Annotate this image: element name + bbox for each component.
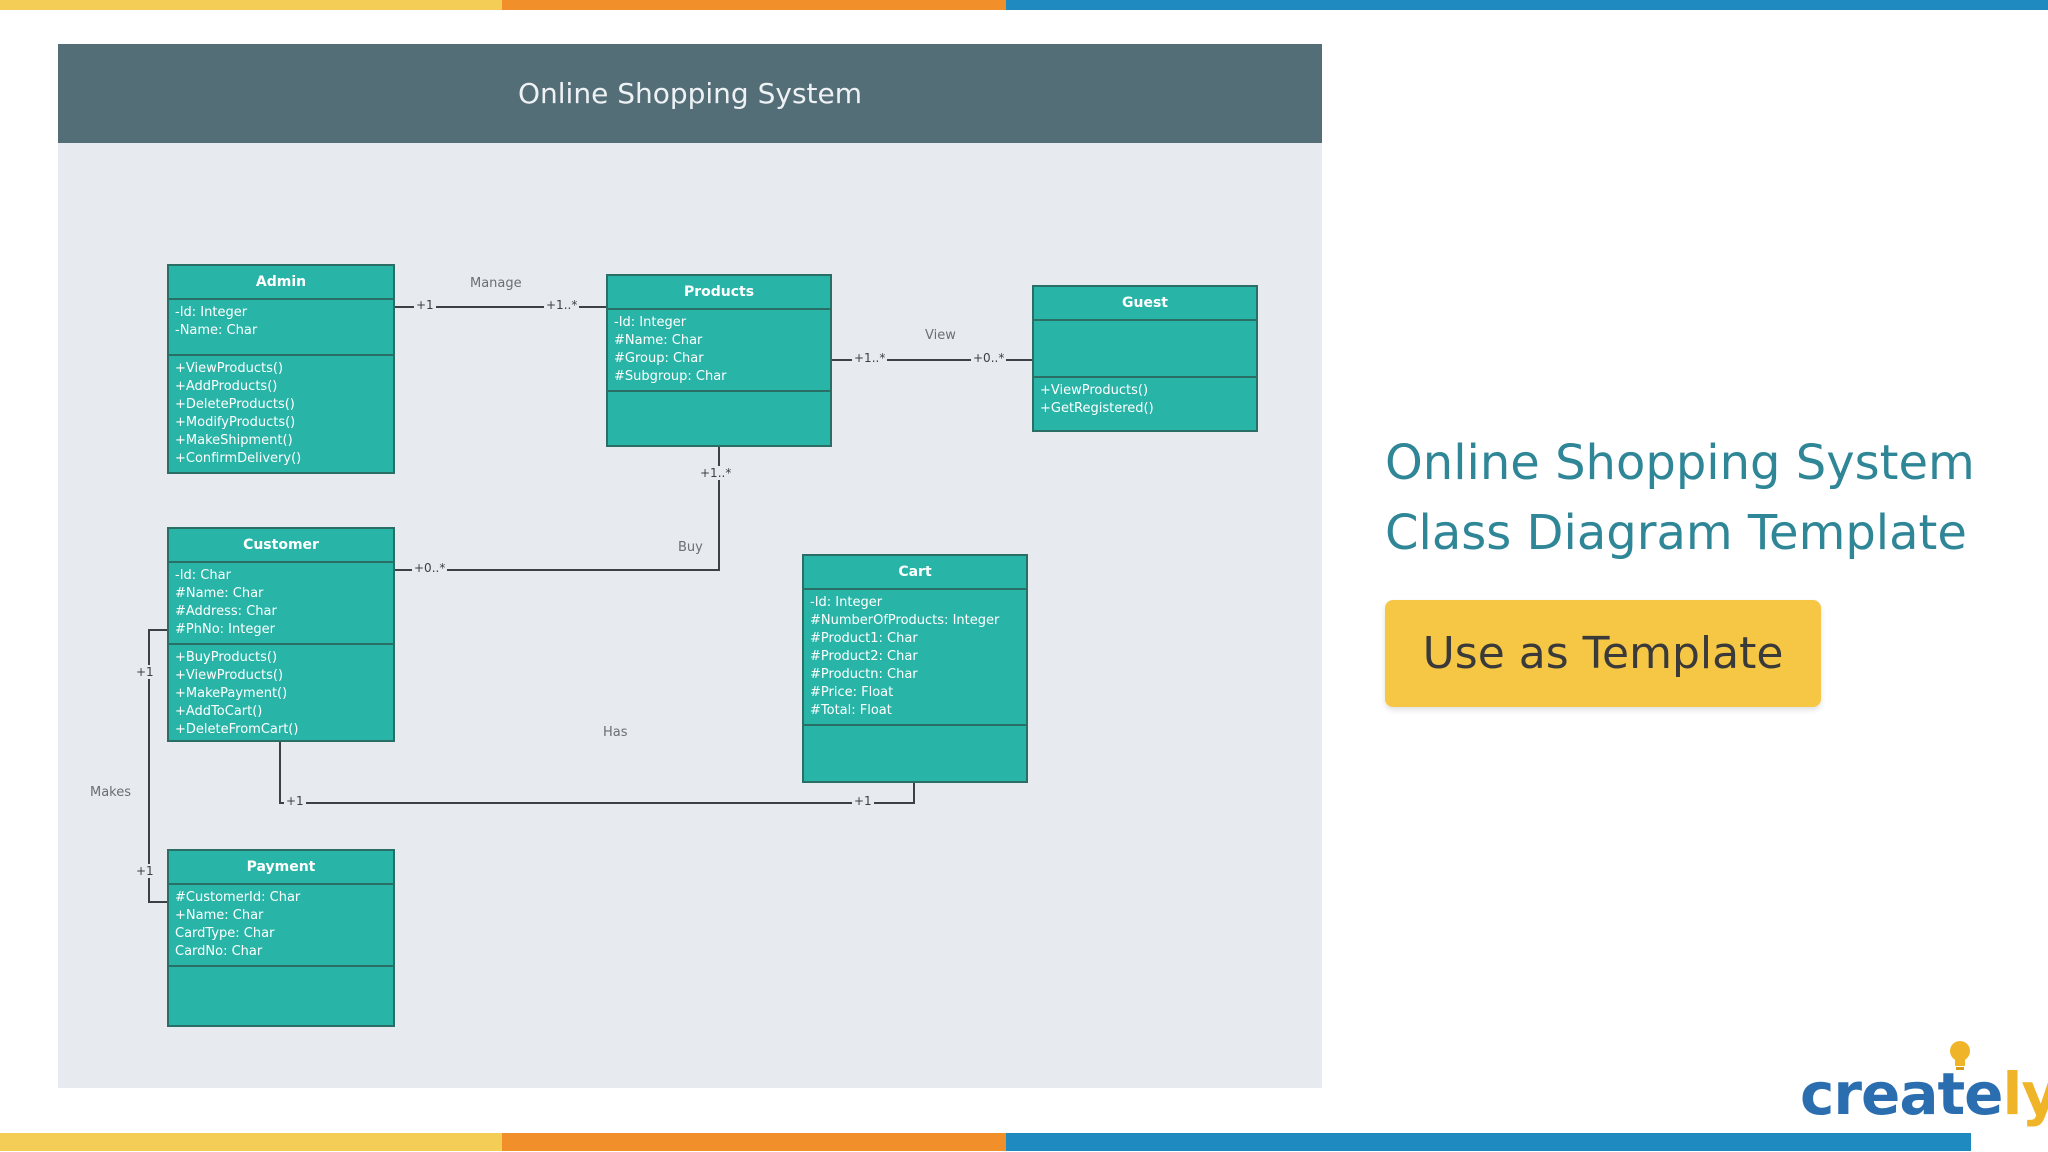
method: +ViewProducts(): [175, 668, 284, 683]
attribute: -Id: Integer: [175, 305, 248, 320]
diagram-preview: Online Shopping System Admin -Id: Intege…: [58, 44, 1322, 1088]
class-name: Admin: [255, 274, 307, 290]
has-label: Has: [603, 725, 628, 740]
method: +ModifyProducts(): [175, 415, 296, 430]
use-as-template-button[interactable]: Use as Template: [1385, 600, 1821, 707]
class-methods: +BuyProducts() +ViewProducts() +MakePaym…: [169, 643, 393, 743]
class-cart: Cart -Id: Integer #NumberOfProducts: Int…: [802, 554, 1028, 783]
creately-logo: creately: [1800, 1040, 2048, 1128]
stripe-orange: [502, 1133, 1006, 1151]
class-attributes: -Id: Integer -Name: Char: [169, 298, 393, 354]
logo-wordmark: creately: [1800, 1060, 2048, 1128]
attribute: #Product1: Char: [810, 631, 918, 646]
stripe-orange: [502, 0, 1006, 10]
use-as-template-label: Use as Template: [1422, 628, 1784, 679]
class-guest: Guest +ViewProducts() +GetRegistered(): [1032, 285, 1258, 432]
has-line: [279, 742, 915, 804]
class-name: Customer: [243, 537, 319, 553]
template-title-line2: Class Diagram Template: [1385, 505, 1967, 561]
buy-from-mult: +0..*: [412, 561, 448, 575]
manage-from-mult: +1: [414, 298, 436, 312]
method: +GetRegistered(): [1040, 401, 1154, 416]
class-name: Cart: [898, 564, 932, 580]
makes-to-mult: +1: [134, 864, 156, 878]
diagram-header: Online Shopping System: [58, 44, 1322, 143]
class-attributes: -Id: Integer #Name: Char #Group: Char #S…: [608, 308, 830, 390]
attribute: #Price: Float: [810, 685, 894, 700]
attribute: #PhNo: Integer: [175, 622, 275, 637]
template-title-line1: Online Shopping System: [1385, 435, 1975, 491]
class-methods: +ViewProducts() +AddProducts() +DeletePr…: [169, 354, 393, 472]
attribute: CardNo: Char: [175, 944, 263, 959]
bottom-color-stripe: [0, 1133, 1971, 1151]
class-name: Products: [683, 284, 755, 300]
diagram-title: Online Shopping System: [517, 77, 863, 110]
class-customer: Customer -Id: Char #Name: Char #Address:…: [167, 527, 395, 742]
logo-text-main: create: [1800, 1060, 2004, 1128]
attribute: #Name: Char: [175, 586, 264, 601]
stripe-yellow: [0, 0, 502, 10]
attribute: #Subgroup: Char: [614, 369, 727, 384]
manage-to-mult: +1..*: [544, 298, 580, 312]
manage-label: Manage: [470, 276, 522, 291]
class-name: Guest: [1122, 295, 1168, 311]
has-to-mult: +1: [852, 794, 874, 808]
makes-label: Makes: [90, 785, 132, 800]
class-payment: Payment #CustomerId: Char +Name: Char Ca…: [167, 849, 395, 1027]
attribute: -Id: Char: [175, 568, 231, 583]
makes-from-mult: +1: [134, 665, 156, 679]
attribute: -Name: Char: [175, 323, 258, 338]
logo-text-end: ly: [2002, 1060, 2048, 1128]
attribute: CardType: Char: [175, 926, 275, 941]
method: +DeleteProducts(): [175, 397, 295, 412]
view-to-mult: +0..*: [971, 351, 1007, 365]
class-attributes: -Id: Integer #NumberOfProducts: Integer …: [804, 588, 1026, 724]
attribute: +Name: Char: [175, 908, 264, 923]
attribute: -Id: Integer: [614, 315, 687, 330]
method: +ViewProducts(): [175, 361, 284, 376]
class-attributes: #CustomerId: Char +Name: Char CardType: …: [169, 883, 393, 965]
class-admin: Admin -Id: Integer -Name: Char +ViewProd…: [167, 264, 395, 474]
top-color-stripe: [0, 0, 2048, 10]
lightbulb-icon: [1950, 1041, 1970, 1070]
class-name: Payment: [246, 859, 316, 875]
attribute: #Group: Char: [614, 351, 704, 366]
method: +MakeShipment(): [175, 433, 293, 448]
class-methods: [608, 390, 830, 445]
class-methods: [169, 965, 393, 1021]
attribute: #NumberOfProducts: Integer: [810, 613, 1000, 628]
makes-line: [148, 629, 167, 903]
has-from-mult: +1: [284, 794, 306, 808]
buy-label: Buy: [678, 540, 703, 555]
view-label: View: [925, 328, 956, 343]
class-methods: [804, 724, 1026, 781]
attribute: #Total: Float: [810, 703, 892, 718]
method: +ViewProducts(): [1040, 383, 1149, 398]
attribute: #Name: Char: [614, 333, 703, 348]
stripe-yellow: [0, 1133, 502, 1151]
buy-to-mult: +1..*: [698, 466, 734, 480]
attribute: #Address: Char: [175, 604, 277, 619]
attribute: #Product2: Char: [810, 649, 918, 664]
class-attributes: [1034, 319, 1256, 376]
class-attributes: -Id: Char #Name: Char #Address: Char #Ph…: [169, 561, 393, 643]
view-from-mult: +1..*: [852, 351, 888, 365]
template-title: Online Shopping System Class Diagram Tem…: [1385, 428, 1975, 568]
stripe-blue: [1006, 0, 2048, 10]
stripe-blue: [1006, 1133, 1971, 1151]
class-products: Products -Id: Integer #Name: Char #Group…: [606, 274, 832, 447]
method: +BuyProducts(): [175, 650, 278, 665]
buy-line: [395, 447, 720, 571]
method: +MakePayment(): [175, 686, 288, 701]
method: +AddToCart(): [175, 704, 263, 719]
attribute: -Id: Integer: [810, 595, 883, 610]
attribute: #CustomerId: Char: [175, 890, 301, 905]
method: +ConfirmDelivery(): [175, 451, 302, 466]
method: +DeleteFromCart(): [175, 722, 299, 737]
method: +AddProducts(): [175, 379, 278, 394]
attribute: #Productn: Char: [810, 667, 918, 682]
class-methods: +ViewProducts() +GetRegistered(): [1034, 376, 1256, 422]
